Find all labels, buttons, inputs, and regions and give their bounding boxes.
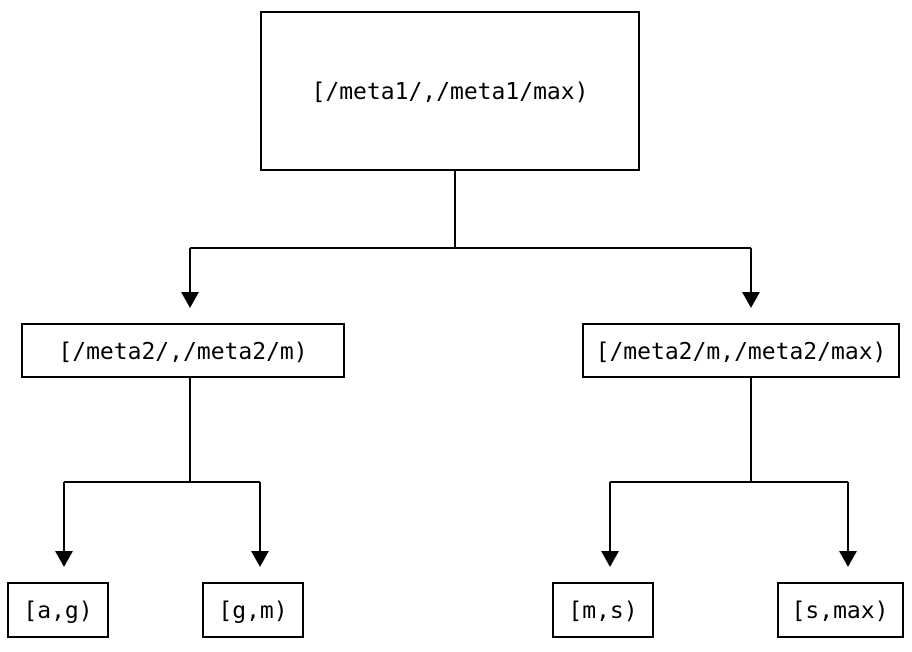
node-leaf-s-max: [s,max) [777,582,904,638]
node-meta2-low-box [21,323,345,378]
node-meta2-high: [/meta2/m,/meta2/max) [582,323,900,378]
arrow-down-icon [251,551,269,567]
node-meta2-low: [/meta2/,/meta2/m) [21,323,345,378]
arrow-down-icon [601,551,619,567]
arrow-down-icon [55,551,73,567]
arrow-down-icon [839,551,857,567]
node-leaf-a-g: [a,g) [7,582,109,638]
edge-group-meta2-low-to-leaves [55,377,269,567]
node-meta2-high-label: [/meta2/m,/meta2/max) [596,339,887,365]
node-root-label: [/meta1/,/meta1/max) [312,79,589,105]
node-leaf-a-g-box [7,582,109,638]
node-meta2-high-box [582,323,900,378]
arrow-down-icon [181,292,199,308]
node-leaf-g-m-box [202,582,304,638]
edge-group-root-to-level2 [181,170,760,308]
node-leaf-s-max-label: [s,max) [792,598,889,624]
node-root-box [260,11,640,171]
node-leaf-g-m-label: [g,m) [218,598,287,624]
node-leaf-m-s-label: [m,s) [568,598,637,624]
node-leaf-m-s-box [552,582,654,638]
edge-group-meta2-high-to-leaves [601,377,857,567]
node-leaf-g-m: [g,m) [202,582,304,638]
node-leaf-a-g-label: [a,g) [23,598,92,624]
node-meta2-low-label: [/meta2/,/meta2/m) [58,339,307,365]
node-leaf-m-s: [m,s) [552,582,654,638]
node-leaf-s-max-box [777,582,904,638]
arrow-down-icon [742,292,760,308]
node-root: [/meta1/,/meta1/max) [260,11,640,171]
